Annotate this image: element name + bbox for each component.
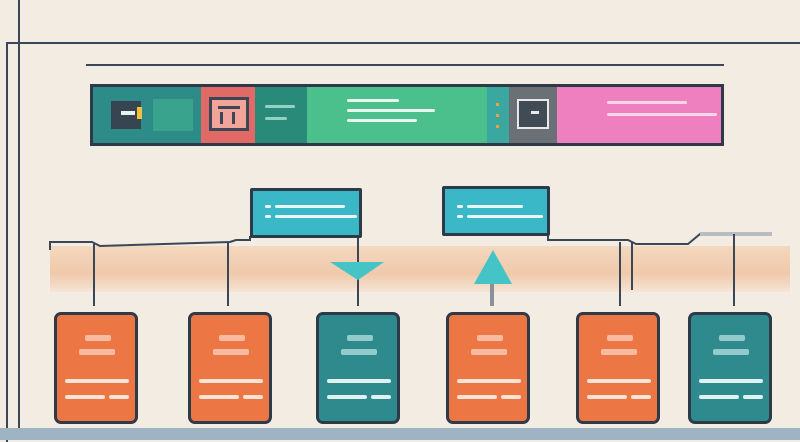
- bubble-left[interactable]: [250, 188, 362, 238]
- card-text-line: [457, 395, 497, 399]
- card-text-line: [457, 379, 521, 383]
- dot: [496, 103, 499, 106]
- card-text-line: [743, 395, 763, 399]
- arrow-up-icon: [474, 250, 512, 284]
- toggle-control-icon[interactable]: [111, 101, 141, 129]
- card-text-line: [199, 379, 263, 383]
- card-text-line: [587, 379, 651, 383]
- calendar-icon[interactable]: [209, 97, 249, 131]
- text-line: [607, 113, 717, 116]
- frame-top-rule: [18, 42, 800, 44]
- card-subtitle-line: [471, 349, 507, 355]
- toolbar-mid-segment: [255, 87, 307, 143]
- card-text-line: [243, 395, 263, 399]
- card-text-line: [587, 395, 627, 399]
- card-title-line: [85, 335, 111, 341]
- toolbar-pink-panel[interactable]: [557, 87, 721, 143]
- card-subtitle-line: [341, 349, 377, 355]
- bullet: [457, 215, 463, 218]
- toggle-knob-icon: [121, 111, 135, 115]
- card-text-line: [699, 395, 739, 399]
- bullet: [265, 215, 271, 218]
- card-text-line: [699, 379, 763, 383]
- text-line: [467, 205, 523, 208]
- frame-divider: [18, 0, 20, 440]
- dot: [496, 114, 499, 117]
- text-line: [275, 215, 357, 218]
- card-text-line: [65, 379, 129, 383]
- card-text-line: [327, 395, 367, 399]
- bullet: [457, 205, 463, 208]
- card-4[interactable]: [446, 312, 530, 424]
- card-text-line: [109, 395, 129, 399]
- card-title-line: [607, 335, 633, 341]
- text-line: [265, 105, 295, 108]
- text-line: [607, 101, 687, 104]
- toolbar-green-panel[interactable]: [307, 87, 487, 143]
- card-3[interactable]: [316, 312, 400, 424]
- card-5[interactable]: [576, 312, 660, 424]
- panel-block: [153, 99, 193, 131]
- card-2[interactable]: [188, 312, 272, 424]
- card-text-line: [199, 395, 239, 399]
- calendar-col: [232, 112, 235, 124]
- card-subtitle-line: [213, 349, 249, 355]
- bullet: [265, 205, 271, 208]
- toolbar-bar: [90, 84, 724, 146]
- card-text-line: [631, 395, 651, 399]
- card-subtitle-line: [601, 349, 637, 355]
- toolbar-calendar-segment: [201, 87, 255, 143]
- bottom-band: [0, 428, 800, 440]
- card-subtitle-line: [713, 349, 749, 355]
- calendar-col: [220, 112, 223, 124]
- bubble-right[interactable]: [442, 186, 550, 236]
- funnel-down-icon: [330, 262, 384, 280]
- text-line: [347, 109, 435, 112]
- card-subtitle-line: [79, 349, 115, 355]
- text-line: [347, 119, 417, 122]
- card-title-line: [219, 335, 245, 341]
- text-line: [467, 215, 543, 218]
- indicator-light-icon: [137, 107, 142, 119]
- left-connector-path: [49, 236, 251, 250]
- card-text-line: [65, 395, 105, 399]
- text-line: [275, 205, 345, 208]
- text-line: [265, 117, 287, 120]
- card-text-line: [501, 395, 521, 399]
- calendar-header-line: [218, 106, 240, 109]
- card-1[interactable]: [54, 312, 138, 424]
- card-text-line: [371, 395, 391, 399]
- dot: [496, 125, 499, 128]
- ground-band: [50, 246, 790, 292]
- toolbar-teal-segment: [93, 87, 201, 143]
- card-text-line: [327, 379, 391, 383]
- card-6[interactable]: [688, 312, 772, 424]
- gauge-needle: [531, 111, 539, 114]
- card-title-line: [719, 335, 745, 341]
- header-rule: [86, 64, 724, 66]
- card-title-line: [477, 335, 503, 341]
- more-dots-icon[interactable]: [487, 87, 509, 143]
- text-line: [347, 99, 399, 102]
- toolbar-grey-segment: [509, 87, 557, 143]
- card-title-line: [347, 335, 373, 341]
- gauge-icon[interactable]: [517, 99, 549, 129]
